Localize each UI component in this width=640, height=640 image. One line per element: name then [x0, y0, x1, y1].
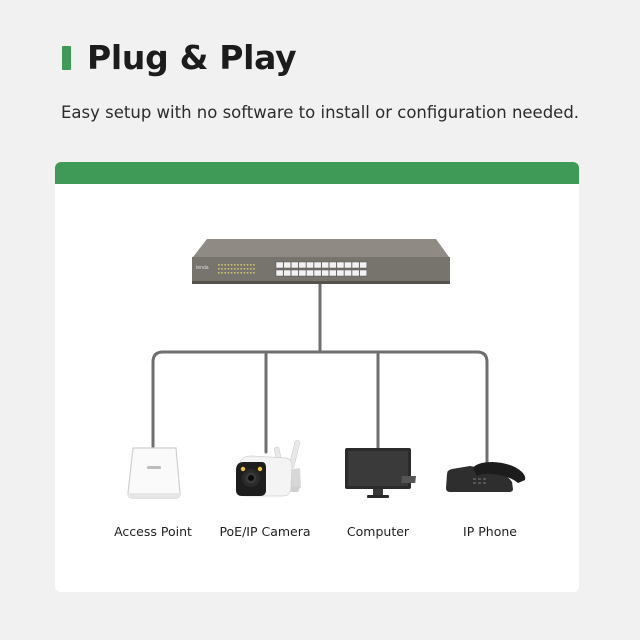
cable-access-point [151, 350, 489, 470]
switch-port [275, 269, 284, 277]
switch-port [313, 261, 322, 269]
switch-led [237, 268, 239, 270]
switch-port [283, 269, 292, 277]
cables [151, 281, 489, 470]
switch-port [275, 261, 284, 269]
switch-port [359, 269, 368, 277]
switch-port [344, 269, 352, 277]
card-header-bar [55, 162, 579, 184]
switch-port [351, 261, 360, 269]
switch-port [328, 261, 337, 269]
switch-led [240, 272, 242, 274]
switch-led [227, 264, 230, 266]
switch-led [250, 272, 252, 274]
title-wrap: Plug & Play [62, 38, 297, 77]
switch-port [290, 269, 299, 277]
diagram-card [55, 162, 579, 592]
switch-led [230, 268, 233, 270]
switch-led [237, 272, 239, 274]
switch-led [240, 268, 242, 270]
switch-led [253, 272, 255, 274]
switch-led [246, 264, 249, 266]
switch-led [246, 268, 249, 270]
page-subtitle: Easy setup with no software to install o… [61, 103, 580, 122]
switch-port [306, 269, 314, 277]
switch-led [250, 268, 252, 270]
switch-led [230, 264, 233, 266]
switch-port [306, 261, 314, 269]
switch-port [298, 261, 307, 269]
switch-led [224, 264, 226, 266]
switch-port [336, 269, 345, 277]
switch-port [328, 269, 337, 277]
switch-led [234, 268, 236, 270]
switch-led [227, 268, 230, 270]
access-point-icon [127, 447, 181, 499]
label-camera: PoE/IP Camera [219, 524, 311, 539]
switch-led [224, 272, 226, 274]
switch-led [253, 268, 255, 270]
switch-led [253, 264, 255, 266]
page-title: Plug & Play [87, 38, 297, 77]
switch-port [313, 269, 322, 277]
monitor-icon [345, 448, 411, 498]
switch-led [227, 272, 230, 274]
switch-port [359, 261, 368, 269]
switch-led [224, 268, 226, 270]
switch-led [218, 268, 220, 270]
switch-led [234, 264, 236, 266]
label-access-point: Access Point [114, 524, 192, 539]
camera-icon [236, 440, 301, 497]
switch-led [221, 264, 223, 266]
switch-port [283, 261, 292, 269]
label-ip-phone: IP Phone [463, 524, 517, 539]
switch-led [218, 264, 220, 266]
switch-led [243, 264, 246, 266]
switch-port [351, 269, 360, 277]
switch-led [243, 268, 246, 270]
switch-led [234, 272, 236, 274]
switch-led [230, 272, 233, 274]
switch-led [246, 272, 249, 274]
label-computer: Computer [346, 524, 410, 539]
svg-text:tenda: tenda [196, 265, 209, 271]
switch-port [344, 261, 352, 269]
switch-led [237, 264, 239, 266]
switch-port [321, 269, 330, 277]
switch-led [218, 272, 220, 274]
switch-port [321, 261, 330, 269]
ip-phone-icon [401, 462, 526, 492]
switch-led [250, 264, 252, 266]
switch-led [221, 272, 223, 274]
title-accent-bar [62, 45, 71, 70]
switch-port [298, 269, 307, 277]
switch-port [290, 261, 299, 269]
switch-port [336, 261, 345, 269]
switch-led [243, 272, 246, 274]
switch-led [221, 268, 223, 270]
switch-led [240, 264, 242, 266]
network-switch: tenda [192, 239, 450, 284]
